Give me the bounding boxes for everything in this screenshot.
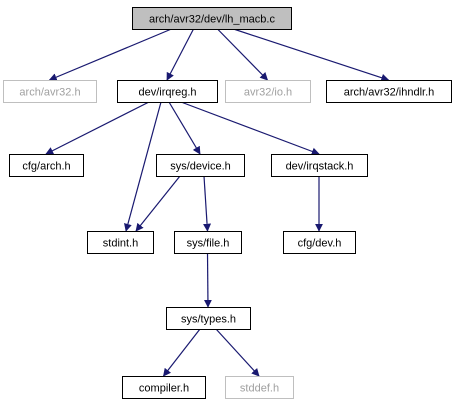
node-sys-device-h[interactable]: sys/device.h [156, 154, 245, 177]
node-label: sys/types.h [181, 314, 236, 326]
node-arch-avr32-h: arch/avr32.h [3, 80, 97, 103]
node-box [9, 154, 84, 177]
edge-n2-to-n6 [168, 101, 201, 155]
node-box [87, 231, 154, 254]
node-label: sys/file.h [187, 238, 230, 250]
edge-layer [45, 28, 390, 377]
node-stdint-h[interactable]: stdint.h [87, 231, 154, 254]
node-layer: arch/avr32/dev/lh_macb.c arch/avr32.h dev/… [3, 7, 452, 399]
node-box [174, 231, 242, 254]
node-label: arch/avr32/dev/lh_macb.c [149, 14, 275, 26]
node-label: cfg/arch.h [22, 161, 70, 173]
node-label: arch/avr32/ihndlr.h [344, 87, 435, 99]
node-label: compiler.h [139, 383, 189, 395]
edge-n0-to-n4 [233, 28, 390, 82]
node-box [271, 154, 368, 177]
node-cfg-dev-h[interactable]: cfg/dev.h [283, 231, 356, 254]
node-box [283, 231, 356, 254]
edge-n0-to-n2 [166, 28, 195, 81]
node-box [122, 376, 206, 399]
node-dev-irqstack-h[interactable]: dev/irqstack.h [271, 154, 368, 177]
node-label: sys/device.h [170, 161, 231, 173]
edge-n2-to-n8 [124, 101, 162, 232]
node-box [166, 307, 251, 330]
edge-n2-to-n7 [180, 101, 320, 156]
node-box [326, 80, 452, 103]
node-box [132, 7, 292, 30]
node-dev-irqreg-h[interactable]: dev/irqreg.h [117, 80, 218, 103]
node-label: arch/avr32.h [19, 87, 80, 99]
node-arch-avr32-ihndlr-h[interactable]: arch/avr32/ihndlr.h [326, 80, 452, 103]
node-box [3, 80, 97, 103]
node-arch-avr32-dev-lh-macb-c[interactable]: arch/avr32/dev/lh_macb.c [132, 7, 292, 30]
edge-n0-to-n1 [48, 28, 172, 81]
node-box [117, 80, 218, 103]
node-box [225, 376, 294, 399]
node-cfg-arch-h[interactable]: cfg/arch.h [9, 154, 84, 177]
node-compiler-h[interactable]: compiler.h [122, 376, 206, 399]
edge-n0-to-n3 [217, 28, 269, 81]
node-label: dev/irqstack.h [286, 161, 354, 173]
edge-n6-to-n8 [135, 175, 181, 232]
edge-n9-to-n11 [203, 252, 212, 308]
node-label: cfg/dev.h [298, 238, 342, 250]
node-box [156, 154, 245, 177]
edge-n2-to-n5 [45, 101, 150, 155]
node-stddef-h: stddef.h [225, 376, 294, 399]
edge-n11-to-n13 [215, 328, 260, 377]
node-avr32-io-h: avr32/io.h [225, 80, 311, 103]
edge-n6-to-n9 [203, 175, 212, 232]
node-label: stddef.h [240, 383, 279, 395]
node-label: stdint.h [103, 238, 138, 250]
edge-n11-to-n12 [163, 328, 201, 377]
node-sys-file-h[interactable]: sys/file.h [174, 231, 242, 254]
node-label: avr32/io.h [244, 87, 292, 99]
node-label: dev/irqreg.h [138, 87, 196, 99]
node-sys-types-h[interactable]: sys/types.h [166, 307, 251, 330]
node-box [225, 80, 311, 103]
